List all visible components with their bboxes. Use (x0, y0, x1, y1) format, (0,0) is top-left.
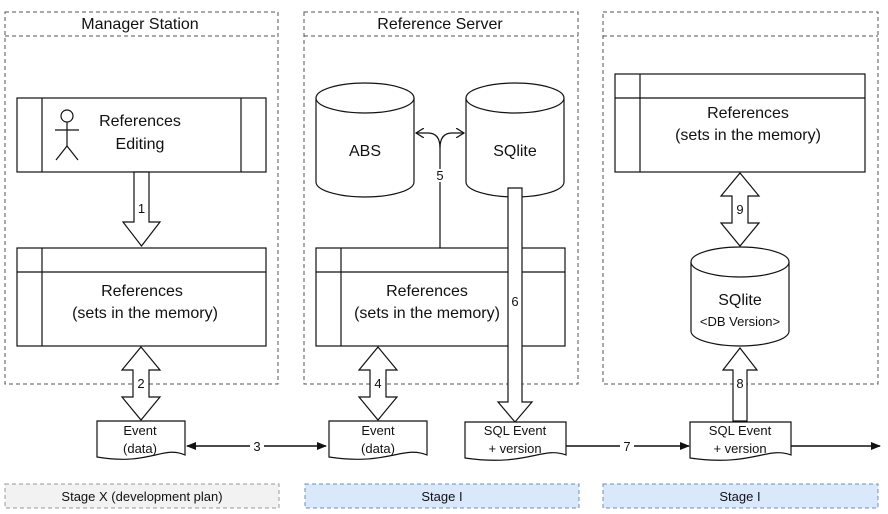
sql-event-right-line1: SQL Event (709, 423, 772, 438)
sqlite-server-label: SQlite (493, 143, 537, 160)
step-2-label: 2 (137, 376, 144, 391)
manager-station-column: Manager Station (4, 11, 279, 385)
step-4-arrow: 4 (357, 346, 399, 421)
reference-server-title: Reference Server (377, 16, 503, 33)
stage-x-label-box: Stage X (development plan) (4, 483, 280, 509)
memory-manager-line2: (sets in the memory) (72, 305, 218, 322)
event-doc-server: Event (data) (328, 420, 428, 460)
sqlite-right-version: <DB Version> (700, 314, 780, 329)
stage-i-server-label: Stage I (421, 489, 462, 504)
abs-database: ABS (315, 82, 415, 198)
stage-i-server-box: Stage I (304, 483, 580, 509)
memory-right-line2: (sets in the memory) (675, 127, 821, 144)
event-server-line1: Event (361, 423, 395, 438)
event-doc-manager: Event (data) (96, 420, 186, 460)
step-6-arrow: 6 (496, 187, 534, 423)
sql-event-server-line2: + version (488, 441, 541, 456)
sql-event-right-line2: + version (713, 441, 766, 456)
step-1-arrow: 1 (121, 171, 162, 247)
step-8-label: 8 (736, 376, 743, 391)
stage-x-label: Stage X (development plan) (61, 489, 222, 504)
sqlite-right-database: SQlite <DB Version> (690, 246, 790, 347)
step-2-arrow: 2 (120, 346, 162, 421)
step-7-label: 7 (623, 439, 630, 454)
memory-server-line2: (sets in the memory) (354, 305, 500, 322)
step-9-label: 9 (736, 202, 743, 217)
step-5-connector (416, 133, 464, 248)
sqlite-right-label: SQlite (718, 292, 762, 309)
sqlite-server-database: SQlite (465, 82, 565, 198)
step-7-connector: 7 (566, 438, 690, 454)
step-4-label: 4 (374, 376, 381, 391)
step-3-connector: 3 (186, 438, 327, 454)
sql-event-server-line1: SQL Event (484, 423, 547, 438)
step-6-label: 6 (511, 294, 518, 309)
stage-i-right-box: Stage I (602, 483, 879, 509)
memory-right-line1: References (707, 105, 789, 122)
memory-node-manager: References (sets in the memory) (16, 247, 267, 347)
event-manager-line1: Event (123, 423, 157, 438)
event-manager-line2: (data) (123, 441, 157, 456)
memory-manager-line1: References (101, 283, 183, 300)
step-5-label: 5 (436, 168, 443, 183)
sql-event-doc-right: SQL Event + version (689, 421, 792, 461)
memory-node-server: References (sets in the memory) (315, 247, 566, 347)
user-icon (55, 109, 79, 161)
memory-node-right: References (sets in the memory) (614, 73, 866, 173)
step-9-arrow: 9 (719, 172, 761, 247)
manager-station-title: Manager Station (81, 16, 198, 33)
event-server-line2: (data) (361, 441, 395, 456)
references-editing-node: References Editing (16, 97, 267, 173)
reference-server-column: Reference Server (303, 11, 579, 385)
abs-label: ABS (349, 143, 381, 160)
sql-event-doc-server: SQL Event + version (464, 421, 567, 461)
references-editing-line1: References (99, 113, 181, 130)
step-1-label: 1 (138, 201, 145, 216)
memory-server-line1: References (386, 283, 468, 300)
references-editing-line2: Editing (116, 136, 165, 153)
step-3-label: 3 (253, 439, 260, 454)
stage-i-right-label: Stage I (719, 489, 760, 504)
step-8-arrow: 8 (721, 347, 759, 422)
